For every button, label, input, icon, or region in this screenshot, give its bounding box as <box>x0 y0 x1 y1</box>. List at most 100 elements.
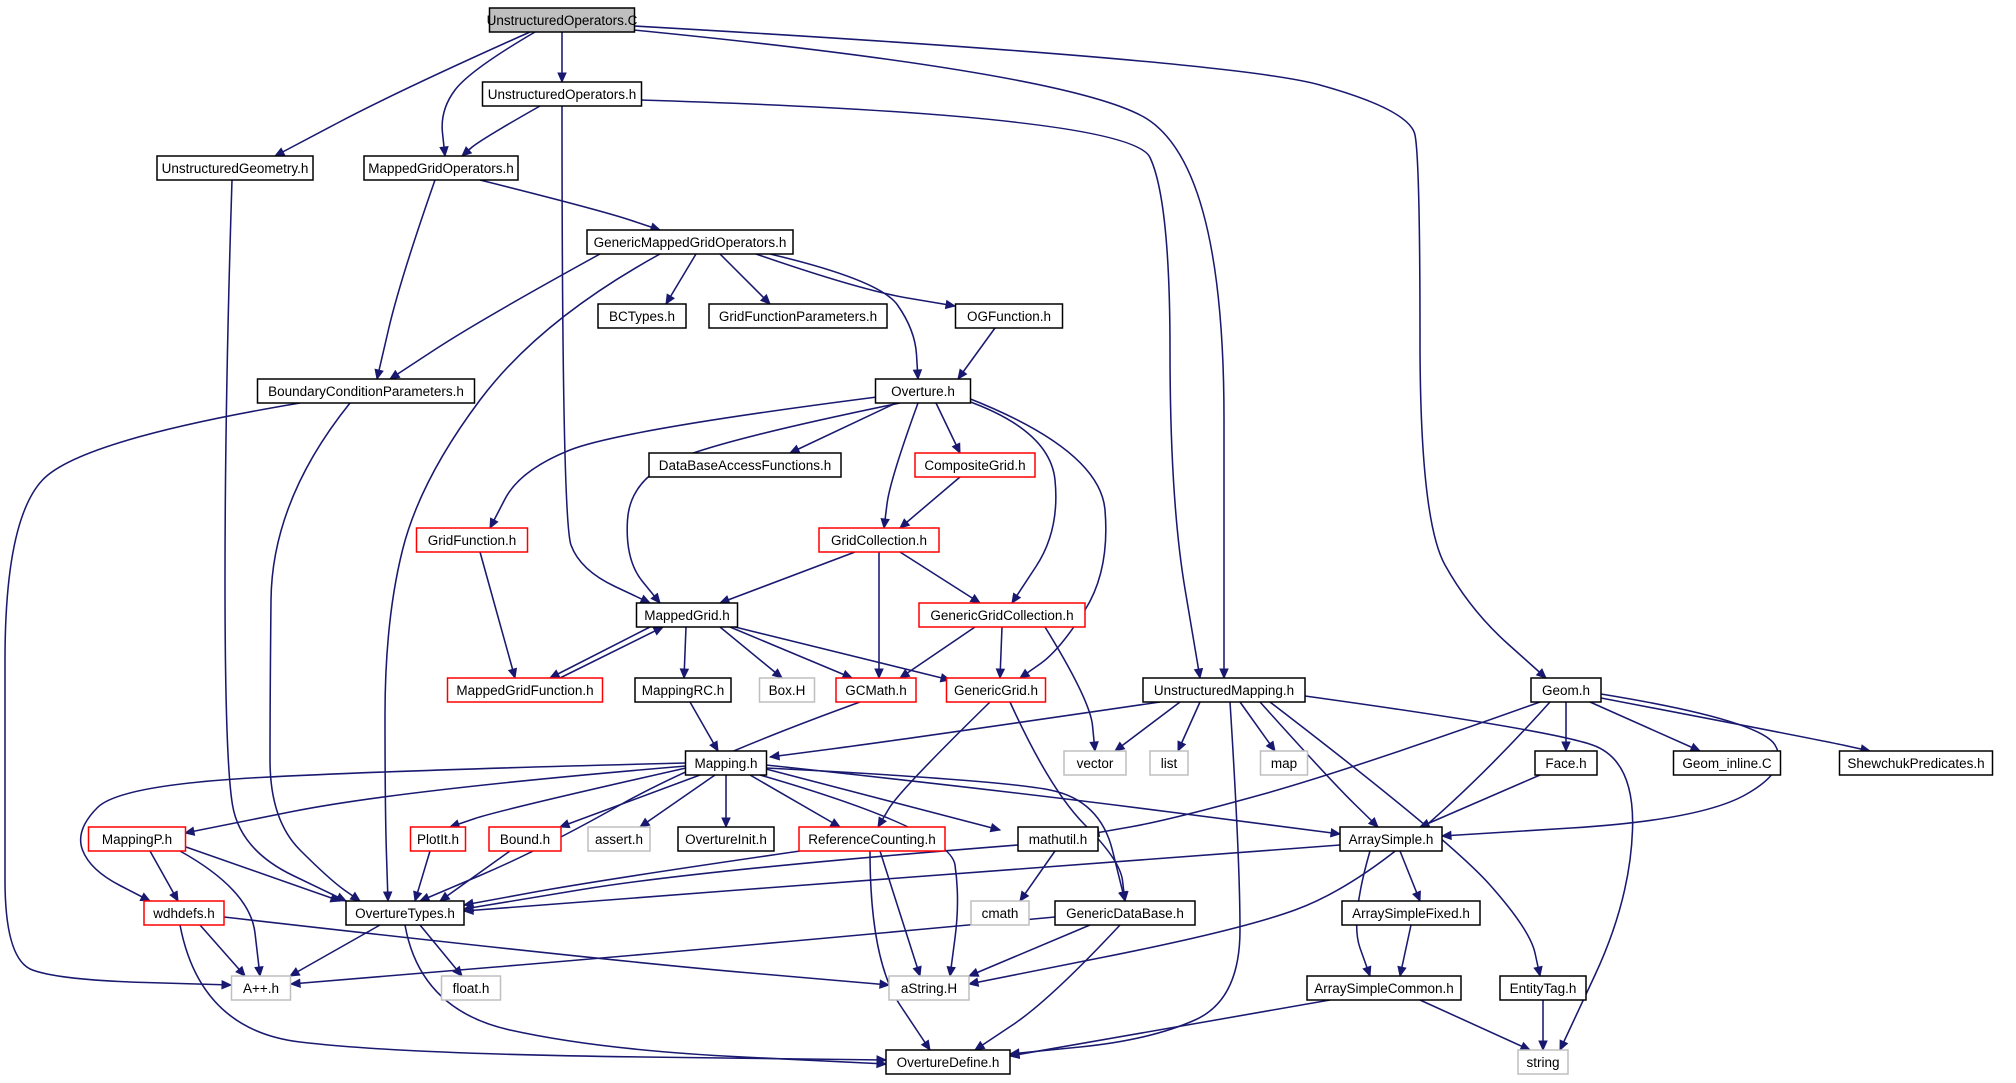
edge-generic-mapped-grid-operators-h-to-overture-h <box>769 253 923 381</box>
edge-line <box>384 253 661 902</box>
node-label: Mapping.h <box>694 756 757 771</box>
edge-arrowhead <box>1440 830 1452 841</box>
node-array-simple-fixed-h[interactable]: ArraySimpleFixed.h <box>1341 900 1481 926</box>
node-generic-grid-h[interactable]: GenericGrid.h <box>945 677 1047 703</box>
node-box <box>409 826 467 852</box>
edge-composite-grid-h-to-grid-collection-h <box>899 476 961 529</box>
node-bound-h[interactable]: Bound.h <box>488 826 562 852</box>
edge-mapping-h-to-astring-h <box>759 774 959 978</box>
node-grid-collection-h[interactable]: GridCollection.h <box>818 527 940 553</box>
node-box <box>1339 826 1443 852</box>
node-unstructured-mapping-h[interactable]: UnstructuredMapping.h <box>1142 677 1306 703</box>
node-face-h[interactable]: Face.h <box>1534 750 1598 776</box>
node-label: OvertureTypes.h <box>355 906 455 921</box>
edge-arrowhead <box>1689 742 1702 752</box>
edge-arrowhead <box>874 668 884 680</box>
node-unstructured-operators-h[interactable]: UnstructuredOperators.h <box>481 81 643 107</box>
node-mapping-h[interactable]: Mapping.h <box>684 750 768 776</box>
edge-wdhdefs-h-to-app-h <box>199 924 246 977</box>
node-assert-h[interactable]: assert.h <box>587 826 651 852</box>
edge-boundary-condition-parameters-h-to-overture-types-h <box>269 402 362 902</box>
node-gcmath-h[interactable]: GCMath.h <box>835 677 917 703</box>
node-label: MappedGridFunction.h <box>456 683 593 698</box>
node-mappingp-h[interactable]: MappingP.h <box>87 826 187 852</box>
node-box <box>488 7 636 33</box>
node-mathutil-h[interactable]: mathutil.h <box>1017 826 1099 852</box>
edge-line <box>765 768 1001 831</box>
node-label: DataBaseAccessFunctions.h <box>659 458 832 473</box>
node-box <box>874 378 972 404</box>
node-ogfunction-h[interactable]: OGFunction.h <box>954 303 1064 329</box>
node-list[interactable]: list <box>1149 750 1189 776</box>
node-map[interactable]: map <box>1259 750 1309 776</box>
edge-line <box>968 701 1551 985</box>
edge-arrowhead <box>652 626 665 636</box>
node-grid-function-parameters-h[interactable]: GridFunctionParameters.h <box>708 303 888 329</box>
node-array-simple-common-h[interactable]: ArraySimpleCommon.h <box>1306 975 1462 1001</box>
node-float-h[interactable]: float.h <box>440 975 502 1001</box>
edge-line <box>769 701 1161 758</box>
node-composite-grid-h[interactable]: CompositeGrid.h <box>914 452 1036 478</box>
node-array-simple-h[interactable]: ArraySimple.h <box>1339 826 1443 852</box>
node-generic-grid-collection-h[interactable]: GenericGridCollection.h <box>918 602 1086 628</box>
node-overture-h[interactable]: Overture.h <box>874 378 972 404</box>
edge-arrowhead <box>1519 1041 1532 1051</box>
edge-line <box>461 105 541 157</box>
edge-generic-grid-collection-h-to-gcmath-h <box>898 626 976 679</box>
node-overture-types-h[interactable]: OvertureTypes.h <box>345 900 465 926</box>
node-mapped-grid-function-h[interactable]: MappedGridFunction.h <box>446 677 604 703</box>
node-bctypes-h[interactable]: BCTypes.h <box>597 303 687 329</box>
node-label: GenericDataBase.h <box>1066 906 1184 921</box>
edge-generic-mapped-grid-operators-h-to-boundary-condition-parameters-h <box>388 253 601 380</box>
edge-line <box>199 924 246 977</box>
node-geom-inline-c[interactable]: Geom_inline.C <box>1672 750 1782 776</box>
node-plotit-h[interactable]: PlotIt.h <box>409 826 467 852</box>
edge-arrowhead <box>967 967 980 977</box>
node-box <box>586 229 794 255</box>
node-box <box>1054 900 1196 926</box>
node-generic-mapped-grid-operators-h[interactable]: GenericMappedGridOperators.h <box>586 229 794 255</box>
edge-mapping-h-to-array-simple-h <box>765 764 1342 838</box>
edge-line <box>1114 701 1181 752</box>
node-grid-function-h[interactable]: GridFunction.h <box>415 527 529 553</box>
node-box-h[interactable]: Box.H <box>758 677 816 703</box>
node-label: aString.H <box>901 981 957 996</box>
edge-arrowhead <box>388 369 401 380</box>
edge-line <box>639 774 716 828</box>
node-mapped-grid-h[interactable]: MappedGrid.h <box>635 602 739 628</box>
edge-overture-h-to-database-access-functions-h <box>788 402 897 454</box>
edge-unstructured-mapping-h-to-map <box>1239 701 1276 753</box>
edge-unstructured-operators-c-to-unstructured-operators-h <box>557 32 567 84</box>
node-vector[interactable]: vector <box>1063 750 1127 776</box>
node-boundary-condition-parameters-h[interactable]: BoundaryConditionParameters.h <box>256 378 476 404</box>
edge-line <box>419 701 861 902</box>
node-overture-define-h[interactable]: OvertureDefine.h <box>885 1049 1011 1075</box>
node-string[interactable]: string <box>1517 1049 1569 1075</box>
node-label: PlotIt.h <box>417 832 459 847</box>
edge-arrowhead <box>438 891 451 902</box>
node-wdhdefs-h[interactable]: wdhdefs.h <box>143 900 225 926</box>
node-reference-counting-h[interactable]: ReferenceCounting.h <box>798 826 946 852</box>
edge-arrowhead <box>995 668 1006 680</box>
edge-mathutil-h-to-cmath <box>1019 850 1056 903</box>
node-box <box>677 826 775 852</box>
node-unstructured-geometry-h[interactable]: UnstructuredGeometry.h <box>156 155 314 181</box>
node-overture-init-h[interactable]: OvertureInit.h <box>677 826 775 852</box>
edge-generic-database-h-to-app-h <box>289 916 1056 988</box>
node-database-access-functions-h[interactable]: DataBaseAccessFunctions.h <box>648 452 842 478</box>
edge-line <box>879 850 921 977</box>
node-mapped-grid-operators-h[interactable]: MappedGridOperators.h <box>363 155 519 181</box>
node-cmath[interactable]: cmath <box>970 900 1030 926</box>
node-geom-h[interactable]: Geom.h <box>1530 677 1602 703</box>
node-astring-h[interactable]: aString.H <box>888 975 970 1001</box>
edge-line <box>633 29 1225 678</box>
node-mapping-rc-h[interactable]: MappingRC.h <box>634 677 732 703</box>
edge-mapping-h-to-bound-h <box>558 774 701 829</box>
node-unstructured-operators-c[interactable]: UnstructuredOperators.C <box>487 7 638 33</box>
node-generic-database-h[interactable]: GenericDataBase.h <box>1054 900 1196 926</box>
node-entity-tag-h[interactable]: EntityTag.h <box>1499 975 1587 1001</box>
node-label: MappedGrid.h <box>644 608 730 623</box>
node-app-h[interactable]: A++.h <box>230 975 292 1001</box>
edge-line <box>549 626 651 679</box>
node-shewchuk-predicates-h[interactable]: ShewchukPredicates.h <box>1838 750 1994 776</box>
